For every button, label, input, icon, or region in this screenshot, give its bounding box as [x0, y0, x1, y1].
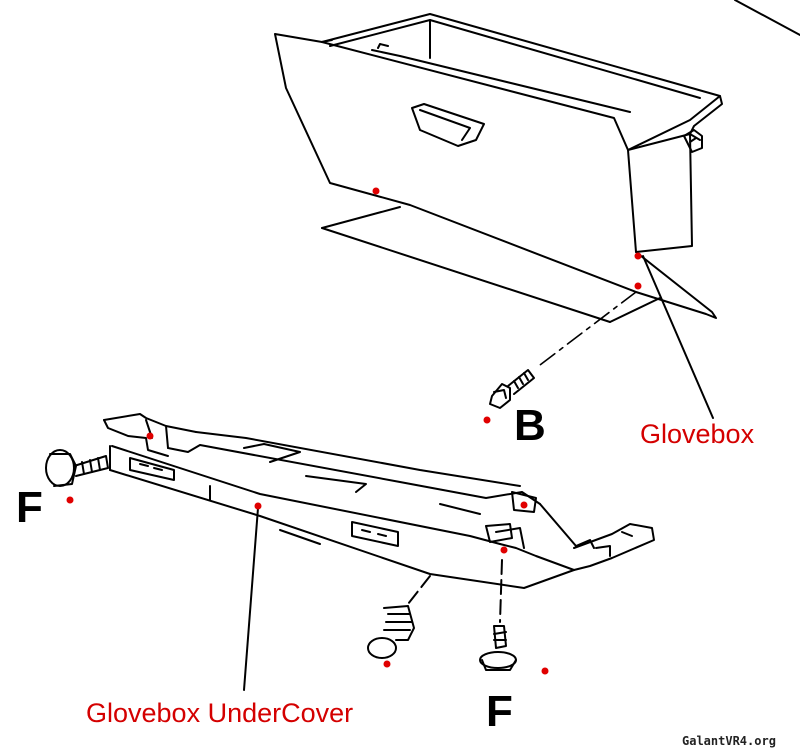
frame-corner-line: [734, 0, 800, 36]
screw-middle-drawing: [367, 605, 415, 659]
bolt-b-label: B: [514, 401, 546, 450]
screw-f-bottom-label: F: [486, 687, 513, 736]
undercover-label: Glovebox UnderCover: [86, 698, 354, 728]
bolt-b-drawing: [489, 369, 535, 409]
marker-dot: [541, 667, 549, 675]
marker-dot: [500, 546, 508, 554]
screw-f-bottom-drawing: [479, 625, 517, 671]
marker-dot: [634, 252, 642, 260]
marker-dot: [483, 416, 491, 424]
marker-dot: [383, 660, 391, 668]
marker-dot: [372, 187, 380, 195]
marker-dot: [634, 282, 642, 290]
marker-dot: [146, 432, 154, 440]
undercover-drawing: [103, 413, 655, 691]
watermark: GalantVR4.org: [682, 734, 776, 748]
glovebox-label: Glovebox: [640, 419, 755, 449]
marker-dot: [520, 501, 528, 509]
glovebox-drawing: [274, 13, 723, 419]
screw-f-left-label: F: [16, 483, 43, 532]
screw-f-left-drawing: [45, 449, 109, 487]
marker-dot: [66, 496, 74, 504]
marker-dot: [254, 502, 262, 510]
